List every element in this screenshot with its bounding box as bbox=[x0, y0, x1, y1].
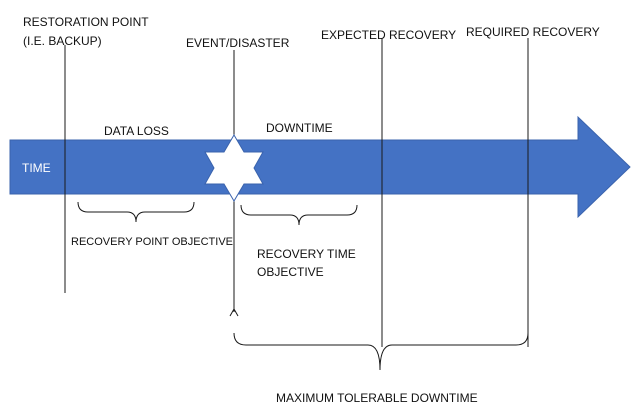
required-recovery-label: REQUIRED RECOVERY bbox=[466, 25, 600, 39]
data-loss-label: DATA LOSS bbox=[104, 124, 169, 138]
event-line-arrowhead bbox=[229, 307, 239, 317]
rto-sublabel: OBJECTIVE bbox=[257, 265, 324, 279]
rpo-label: RECOVERY POINT OBJECTIVE bbox=[71, 236, 233, 248]
time-label: TIME bbox=[22, 161, 51, 175]
expected-recovery-label: EXPECTED RECOVERY bbox=[321, 28, 457, 42]
rto-brace bbox=[240, 204, 358, 226]
rto-label: RECOVERY TIME bbox=[257, 247, 356, 261]
timeline-arrow bbox=[9, 115, 631, 219]
rpo-brace bbox=[77, 201, 195, 223]
mtd-brace bbox=[233, 332, 529, 371]
restoration-point-sublabel: (I.E. BACKUP) bbox=[23, 34, 102, 48]
event-disaster-label: EVENT/DISASTER bbox=[186, 36, 290, 50]
event-star-icon bbox=[204, 134, 264, 202]
downtime-label: DOWNTIME bbox=[266, 121, 333, 135]
restoration-point-label: RESTORATION POINT bbox=[23, 15, 149, 29]
mtd-label: MAXIMUM TOLERABLE DOWNTIME bbox=[276, 391, 478, 405]
